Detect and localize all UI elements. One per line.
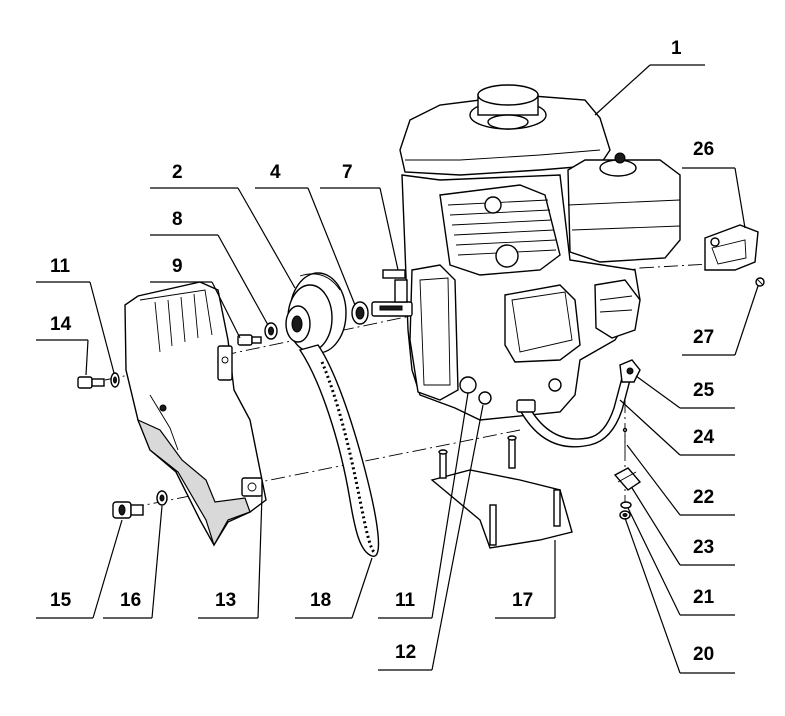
- washer-11: [110, 372, 120, 388]
- bracket-26: [704, 224, 759, 271]
- callout-24: 24: [693, 427, 715, 448]
- clip-22: [622, 427, 628, 448]
- callout-14: 14: [50, 314, 72, 335]
- screw-27: [755, 277, 765, 287]
- shaft-key: [351, 301, 369, 325]
- engine-base-plate: [430, 435, 573, 549]
- washer-21: [620, 501, 632, 509]
- callout-27: 27: [693, 327, 714, 348]
- belt-guard: [124, 281, 267, 547]
- callout-22: 22: [693, 487, 714, 508]
- callout-8: 8: [172, 209, 183, 230]
- callout-numbers: 1 2 4 7 8 9 11 14 26 27 25 24 22 23 21 2…: [50, 38, 715, 665]
- nut-20: [619, 510, 631, 520]
- callout-15: 15: [50, 590, 72, 611]
- bolt-9: [237, 334, 262, 346]
- callout-21: 21: [693, 587, 715, 608]
- callout-16: 16: [120, 590, 141, 611]
- washer-8: [264, 322, 278, 340]
- callout-11-bottom: 11: [395, 590, 416, 611]
- callout-9: 9: [172, 256, 183, 277]
- clamp-23: [613, 467, 642, 491]
- callout-4: 4: [270, 162, 281, 183]
- callout-2: 2: [172, 162, 183, 183]
- callout-18: 18: [310, 590, 331, 611]
- bolt-14: [77, 376, 105, 389]
- callout-7: 7: [342, 162, 353, 183]
- callout-25: 25: [693, 380, 715, 401]
- callout-12: 12: [395, 642, 416, 663]
- callout-20: 20: [693, 644, 714, 665]
- callout-13: 13: [215, 590, 236, 611]
- drive-belt: [298, 344, 380, 557]
- pulley: [285, 272, 347, 354]
- fitting-25: [619, 359, 641, 383]
- callout-1: 1: [671, 38, 682, 59]
- bolt-15: [112, 501, 144, 519]
- engine: [371, 84, 681, 421]
- callout-17: 17: [512, 590, 533, 611]
- leader-lines: [36, 64, 759, 674]
- callout-23: 23: [693, 537, 714, 558]
- washer-16: [156, 490, 168, 506]
- callout-26: 26: [693, 139, 714, 160]
- callout-11-top: 11: [50, 256, 71, 277]
